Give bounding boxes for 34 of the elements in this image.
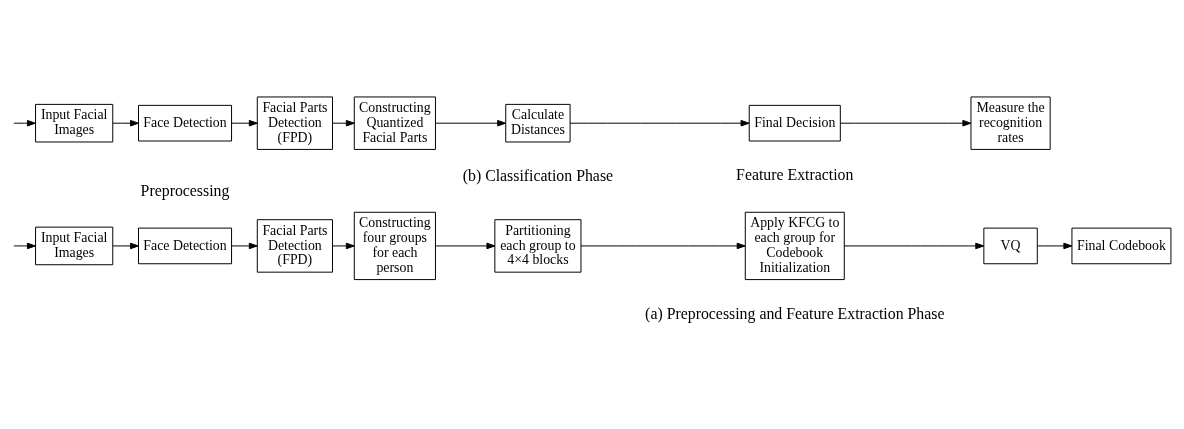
node-box: Partitioning each group to 4×4 blocks	[494, 218, 582, 273]
arrow	[843, 242, 985, 249]
node-box: Input Facial Images	[35, 103, 114, 142]
node-box: Final Codebook	[1071, 227, 1172, 264]
arrow	[231, 242, 258, 249]
arrow	[13, 242, 36, 249]
node-box: VQ	[983, 227, 1038, 264]
label: (b) Classification Phase	[462, 166, 614, 184]
label: Preprocessing	[140, 181, 230, 199]
arrow	[112, 119, 139, 126]
arrow	[13, 119, 36, 126]
arrow	[839, 119, 972, 126]
node-box: Measure the recognition rates	[970, 95, 1051, 150]
label: (a) Preprocessing and Feature Extraction Phase	[645, 304, 945, 322]
node-box: Constructing four groups for each person	[353, 211, 436, 280]
node-box: Facial Parts Detection (FPD)	[256, 95, 333, 150]
node-box: Face Detection	[138, 227, 233, 264]
arrow	[435, 119, 507, 126]
node-box: Apply KFCG to each group for Codebook Initialization	[744, 211, 845, 280]
node-box: Constructing Quantized Facial Parts	[353, 95, 436, 150]
arrow	[231, 119, 258, 126]
arrow	[332, 242, 355, 249]
arrow	[332, 119, 355, 126]
arrow	[1036, 242, 1073, 249]
arrow	[112, 242, 139, 249]
arrow	[580, 242, 746, 249]
node-box: Input Facial Images	[35, 226, 114, 265]
node-box: Final Decision	[748, 104, 841, 141]
arrow	[569, 119, 750, 126]
arrow	[435, 242, 496, 249]
node-box: Face Detection	[138, 104, 233, 141]
node-box: Facial Parts Detection (FPD)	[256, 218, 333, 273]
node-box: Calculate Distances	[505, 103, 571, 142]
label: Feature Extraction	[736, 165, 854, 183]
